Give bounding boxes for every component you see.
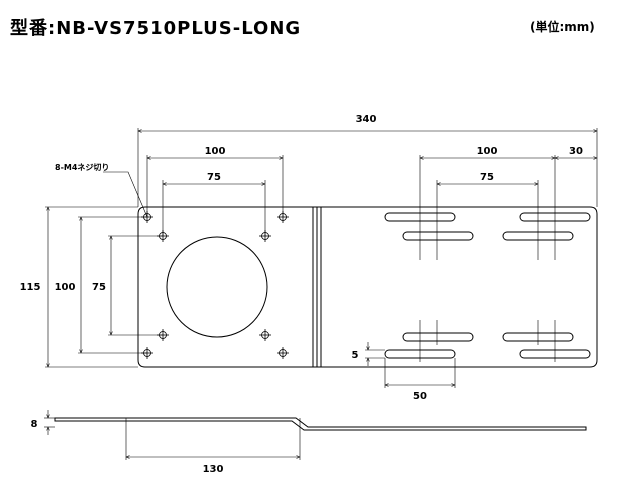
dim-slot-width: 5	[352, 350, 359, 361]
dim-right-pitch-outer: 100	[477, 146, 498, 157]
dim-vertical-pitch-inner: 75	[92, 282, 106, 293]
dim-overall-height: 115	[20, 282, 41, 293]
unit-label: (単位:mm)	[530, 20, 595, 34]
dim-left-pitch-inner: 75	[207, 172, 221, 183]
plate-outline	[137, 206, 598, 368]
dim-slot-length: 50	[413, 391, 427, 402]
hole	[259, 329, 271, 341]
dim-thickness: 8	[31, 419, 38, 430]
dim-vertical-pitch-outer: 100	[55, 282, 76, 293]
hole	[277, 347, 289, 359]
dim-overall-width: 340	[356, 114, 377, 125]
slot	[402, 231, 474, 241]
mounting-slots	[384, 212, 591, 359]
model-title: 型番:NB-VS7510PLUS-LONG	[10, 18, 302, 39]
dim-right-pitch-inner: 75	[480, 172, 494, 183]
center-hole	[166, 236, 268, 338]
dim-right-edge-offset: 30	[569, 146, 583, 157]
dimension-lines	[44, 128, 598, 460]
slot	[402, 332, 474, 342]
dim-side-length: 130	[203, 464, 224, 475]
hole-note: 8-M4ネジ切り	[55, 162, 109, 172]
dim-left-pitch-outer: 100	[205, 146, 226, 157]
side-view	[54, 417, 587, 431]
